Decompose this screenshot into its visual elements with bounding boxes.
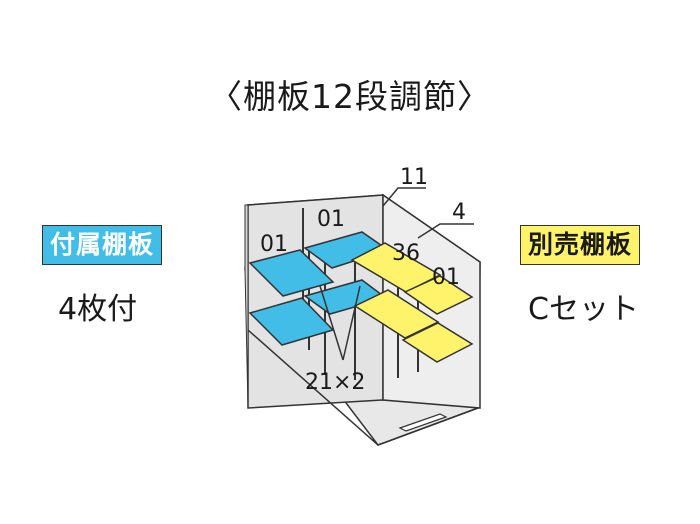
- label-back-left: 01: [260, 232, 288, 257]
- label-right-shelf: 01: [432, 265, 460, 290]
- optional-shelf: [403, 275, 474, 315]
- optional-shelf: [350, 242, 442, 293]
- label-top: 11: [400, 165, 428, 190]
- shed-floor-edge: [247, 329, 479, 446]
- door-threshold: [398, 413, 448, 432]
- shed-left-wall: [244, 204, 249, 409]
- optional-shelf: [353, 289, 440, 339]
- label-right-top: 4: [452, 200, 466, 225]
- optional-shelves-set: Cセット: [528, 292, 639, 327]
- optional-shelf: [401, 322, 474, 363]
- label-right-mid: 36: [392, 241, 420, 266]
- page-title: 〈棚板12段調節〉: [209, 77, 491, 116]
- included-shelves-count: 4枚付: [58, 292, 138, 327]
- label-back-mid: 01: [317, 207, 345, 232]
- leader-lines: [319, 187, 474, 361]
- included-shelf: [248, 249, 335, 297]
- optional-shelves-badge: 別売棚板: [520, 225, 641, 265]
- label-bottom: 21×2: [305, 370, 365, 395]
- included-shelves-badge: 付属棚板: [42, 225, 163, 265]
